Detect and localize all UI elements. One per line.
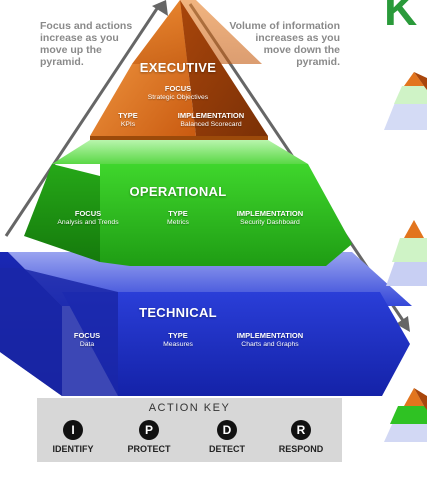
operational-tier — [24, 140, 352, 266]
note-left-line-4: pyramid. — [40, 56, 84, 68]
executive-base — [90, 136, 268, 140]
protect-label: PROTECT — [127, 444, 171, 454]
technical-implementation-label: IMPLEMENTATION — [236, 331, 304, 340]
key-respond: R RESPOND — [266, 420, 336, 454]
note-right-line-3: move down the — [263, 44, 340, 56]
protect-icon: P — [139, 420, 159, 440]
executive-type-value: KPIs — [120, 121, 136, 128]
operational-implementation: IMPLEMENTATION Security Dashboard — [226, 209, 314, 227]
note-left-line-3: move up the — [40, 44, 102, 56]
executive-type: TYPE KPIs — [108, 111, 148, 129]
executive-title: EXECUTIVE — [139, 60, 217, 75]
key-detect: D DETECT — [192, 420, 262, 454]
operational-left-face — [24, 164, 100, 262]
note-left-line-2: increase as you — [40, 32, 119, 44]
executive-right-face — [180, 0, 268, 136]
executive-focus-value: Strategic Objectives — [147, 94, 209, 101]
technical-tier — [0, 252, 412, 396]
technical-implementation: IMPLEMENTATION Charts and Graphs — [226, 331, 314, 349]
technical-title: TECHNICAL — [139, 305, 217, 320]
operational-front-face — [100, 164, 352, 266]
executive-tier — [90, 0, 268, 140]
operational-focus: FOCUS Analysis and Trends — [46, 209, 130, 227]
operational-title: OPERATIONAL — [129, 184, 227, 199]
technical-front-face — [62, 292, 410, 396]
technical-type: TYPE Measures — [156, 331, 200, 349]
note-right-line-2: increases as you — [255, 32, 340, 44]
thumbnail-pyramid-3 — [384, 388, 427, 442]
executive-focus: FOCUS Strategic Objectives — [128, 84, 228, 102]
key-identify: I IDENTIFY — [38, 420, 108, 454]
operational-top-face — [52, 140, 308, 164]
note-right-line-1: Volume of information — [229, 20, 340, 32]
technical-focus-value: Data — [79, 341, 95, 348]
operational-type-label: TYPE — [168, 209, 188, 218]
key-protect: P PROTECT — [114, 420, 184, 454]
technical-shadow-face — [0, 268, 118, 396]
arrowhead-down-icon — [396, 316, 410, 332]
operational-implementation-label: IMPLEMENTATION — [236, 209, 304, 218]
executive-type-label: TYPE — [118, 111, 138, 120]
executive-implementation: IMPLEMENTATION Balanced Scorecard — [168, 111, 254, 129]
executive-implementation-label: IMPLEMENTATION — [177, 111, 245, 120]
thumbnail-pyramid-1 — [384, 72, 427, 130]
action-key-panel: ACTION KEY I IDENTIFY P PROTECT D DETECT… — [37, 398, 342, 462]
corner-letter: K — [384, 0, 418, 35]
thumbnail-pyramid-2 — [386, 220, 427, 286]
note-left-line-1: Focus and actions — [40, 20, 133, 32]
detect-icon: D — [217, 420, 237, 440]
action-key-title: ACTION KEY — [148, 402, 231, 414]
note-right-line-4: pyramid. — [296, 56, 340, 68]
technical-type-label: TYPE — [168, 331, 188, 340]
executive-focus-label: FOCUS — [164, 84, 192, 93]
detect-label: DETECT — [209, 444, 245, 454]
note-focus-actions: Focus and actions increase as you move u… — [40, 20, 165, 68]
operational-focus-label: FOCUS — [74, 209, 102, 218]
operational-type: TYPE Metrics — [158, 209, 198, 227]
respond-icon: R — [291, 420, 311, 440]
identify-icon: I — [63, 420, 83, 440]
operational-implementation-value: Security Dashboard — [240, 219, 300, 226]
up-arrow-left — [4, 3, 162, 237]
note-volume-information: Volume of information increases as you m… — [212, 20, 340, 68]
technical-focus: FOCUS Data — [64, 331, 110, 349]
arrowhead-up-icon — [152, 0, 168, 16]
identify-label: IDENTIFY — [52, 444, 94, 454]
technical-focus-label: FOCUS — [73, 331, 101, 340]
operational-focus-value: Analysis and Trends — [57, 219, 119, 226]
technical-type-value: Measures — [163, 341, 193, 348]
technical-implementation-value: Charts and Graphs — [241, 341, 299, 348]
operational-type-value: Metrics — [167, 219, 189, 226]
respond-label: RESPOND — [278, 444, 324, 454]
executive-implementation-value: Balanced Scorecard — [180, 121, 242, 128]
